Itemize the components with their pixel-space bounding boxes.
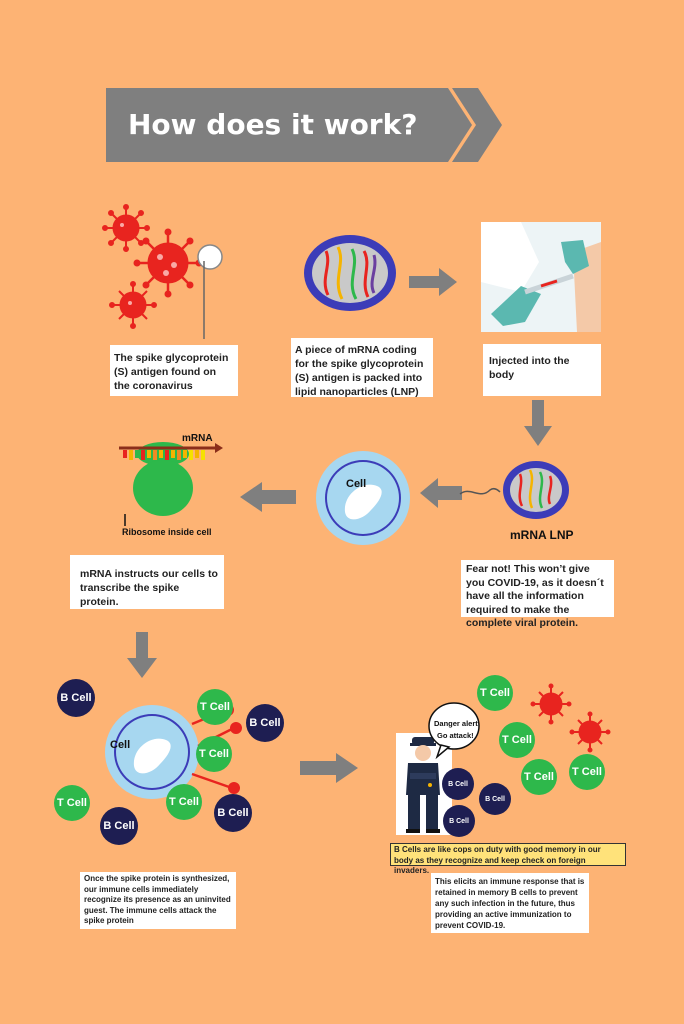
injected-caption-text: Injected into the body: [489, 355, 570, 381]
b-cells-cops-caption-text: B Cells are like cops on duty with good …: [394, 845, 601, 875]
b-cells-cops-caption: B Cells are like cops on duty with good …: [390, 843, 626, 875]
t-cell: T Cell: [521, 759, 557, 795]
immune-response-caption-text: This elicits an immune response that is …: [435, 877, 585, 930]
arrow-left-icon: [420, 478, 462, 508]
spike-caption-text: The spike glycoprotein (S) antigen found…: [114, 352, 229, 392]
lipid-nanoparticle-icon: [304, 235, 396, 311]
instructs-caption-text: mRNA instructs our cells to transcribe t…: [80, 568, 218, 608]
ribosome-icon: [119, 442, 223, 526]
injection-illustration: [481, 222, 601, 332]
lnp-tail-icon: [459, 488, 501, 495]
arrow-down-icon: [524, 400, 552, 446]
lipid-nanoparticle-icon: [503, 461, 569, 519]
coronavirus-icon: [530, 683, 572, 725]
t-cell: T Cell: [54, 785, 90, 821]
spike-caption: The spike glycoprotein (S) antigen found…: [110, 345, 238, 396]
coronavirus-icon: [569, 711, 611, 753]
b-cell: B Cell: [443, 805, 475, 837]
synthesized-caption-text: Once the spike protein is synthesized, o…: [84, 874, 231, 925]
danger-alert-label: Danger alert: [434, 719, 478, 728]
b-cell: B Cell: [100, 807, 138, 845]
go-attack-label: Go attack!: [437, 731, 474, 740]
police-officer-icon: [396, 733, 452, 835]
speech-bubble-icon: [428, 702, 480, 760]
mrna-lnp-label: mRNA LNP: [510, 528, 574, 542]
arrow-right-icon: [409, 268, 457, 296]
b-cell: B Cell: [479, 783, 511, 815]
b-cell: B Cell: [214, 794, 252, 832]
arrow-down-icon: [127, 632, 157, 678]
t-cell: T Cell: [499, 722, 535, 758]
t-cell: T Cell: [166, 784, 202, 820]
injected-caption: Injected into the body: [483, 344, 601, 396]
cell-label: Cell: [346, 478, 367, 490]
arrow-left-icon: [240, 482, 296, 512]
coronavirus-icon: [102, 204, 223, 339]
t-cell: T Cell: [197, 689, 233, 725]
mrna-label: mRNA: [182, 433, 213, 444]
b-cell: B Cell: [442, 768, 474, 800]
ribosome-label: Ribosome inside cell: [122, 527, 212, 537]
title-banner: [106, 88, 502, 162]
t-cell: T Cell: [196, 736, 232, 772]
cell-icon: [316, 451, 410, 545]
immune-cell-label: Cell: [110, 739, 131, 751]
arrow-right-icon: [300, 753, 358, 783]
b-cell: B Cell: [57, 679, 95, 717]
immune-response-caption: This elicits an immune response that is …: [431, 873, 589, 933]
lnp-caption-text: A piece of mRNA coding for the spike gly…: [295, 344, 424, 398]
fear-not-caption-text: Fear not! This won’t give you COVID-19, …: [466, 563, 604, 629]
instructs-caption: mRNA instructs our cells to transcribe t…: [70, 555, 224, 609]
t-cell: T Cell: [477, 675, 513, 711]
t-cell: T Cell: [569, 754, 605, 790]
lnp-caption: A piece of mRNA coding for the spike gly…: [291, 338, 433, 398]
b-cell: B Cell: [246, 704, 284, 742]
page-title: How does it work?: [128, 108, 418, 141]
synthesized-caption: Once the spike protein is synthesized, o…: [80, 872, 236, 929]
fear-not-caption: Fear not! This won’t give you COVID-19, …: [461, 560, 614, 629]
